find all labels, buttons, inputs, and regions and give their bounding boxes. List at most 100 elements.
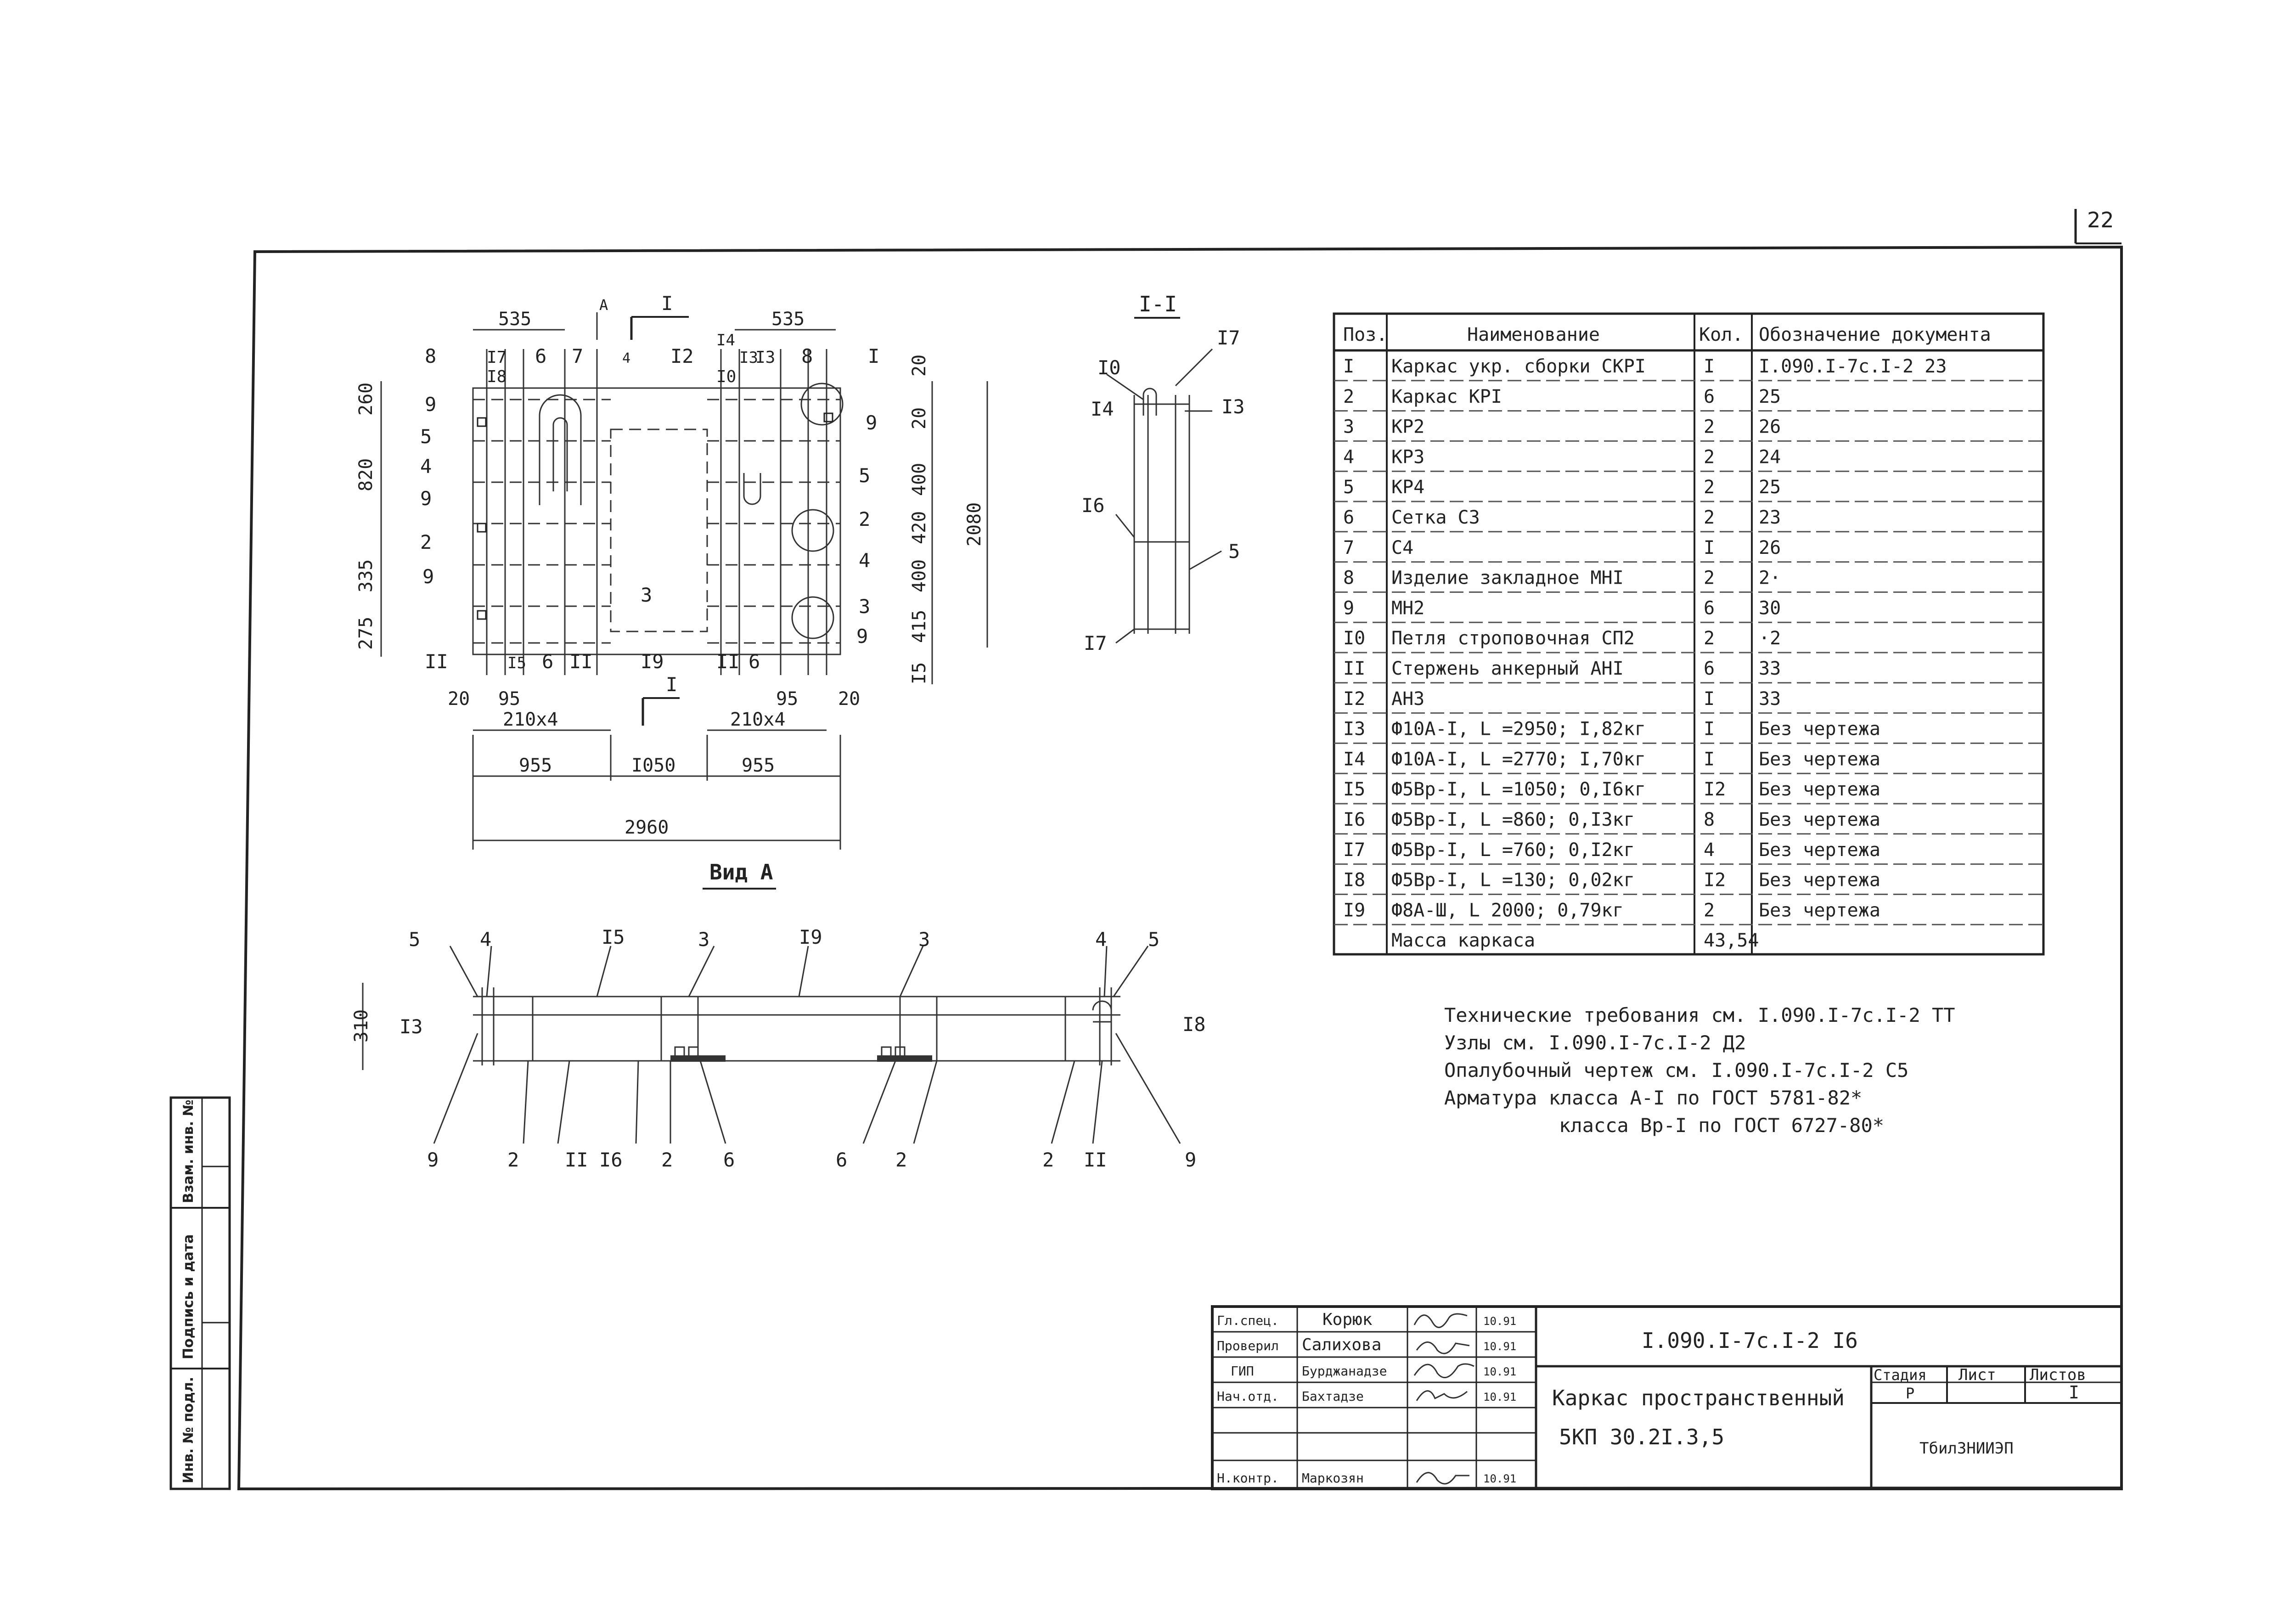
- title-sheet-label: Лист: [1958, 1366, 1996, 1384]
- spec-cell-doc: Без чертежа: [1759, 870, 1880, 891]
- spec-cell-pos: 3: [1343, 417, 1354, 438]
- title-date: 10.91: [1483, 1391, 1516, 1403]
- spec-cell-doc: 23: [1759, 507, 1781, 528]
- title-date: 10.91: [1483, 1340, 1516, 1353]
- spec-cell-pos: II: [1343, 658, 1365, 679]
- spec-cell-pos: 6: [1343, 507, 1354, 528]
- elev-bottom-label: 9: [1185, 1149, 1196, 1171]
- plan-label: 4: [622, 350, 630, 366]
- spec-cell-name: Ф8А-Ш, L 2000; 0,79кг: [1391, 900, 1624, 921]
- elev-bottom-label: II: [1084, 1149, 1107, 1171]
- spec-cell-pos: I3: [1343, 719, 1365, 740]
- signature-mark: [1416, 1341, 1470, 1354]
- title-person: Маркозян: [1302, 1471, 1364, 1486]
- spec-cell-pos: I4: [1343, 749, 1365, 770]
- stamp-signature-date: Подпись и дата: [180, 1234, 197, 1359]
- title-date: 10.91: [1483, 1315, 1516, 1328]
- spec-table-header: Поз. Наименование Кол. Обозначение докум…: [1343, 324, 1991, 345]
- plan-label: 2: [420, 531, 432, 553]
- spec-cell-name: Ф10А-I, L =2770; I,70кг: [1391, 749, 1646, 770]
- elev-bottom-label: 2: [895, 1149, 907, 1171]
- plan-label: 3: [859, 595, 870, 618]
- plan-label: 6: [542, 650, 553, 673]
- spec-cell-qty: 8: [1704, 809, 1715, 830]
- spec-header-name: Наименование: [1467, 324, 1600, 345]
- spec-cell-pos: I: [1343, 356, 1354, 377]
- signature-mark: [1416, 1472, 1469, 1485]
- note-line: Арматура класса А-I по ГОСТ 5781-82*: [1444, 1087, 1862, 1109]
- spec-cell-doc: 25: [1759, 386, 1781, 407]
- elev-top-label: 5: [1148, 928, 1159, 951]
- title-code: I.090.I-7с.I-2 I6: [1642, 1328, 1858, 1353]
- spec-cell-pos: I2: [1343, 688, 1365, 710]
- elev-top-label: 3: [918, 928, 930, 951]
- plan-label: 7: [572, 345, 583, 367]
- spec-header-qty: Кол.: [1699, 324, 1743, 345]
- spec-cell-doc: 30: [1759, 597, 1781, 619]
- plan-label: II: [569, 650, 593, 673]
- spec-cell-pos: I0: [1343, 628, 1365, 649]
- spec-cell-qty: 2: [1704, 477, 1715, 498]
- section-label: I4: [1091, 398, 1114, 420]
- signature-mark: [1416, 1390, 1468, 1401]
- elev-top-label: 3: [698, 928, 709, 951]
- section-title: I-I: [1139, 292, 1177, 316]
- plan-view: 535 535 260 820 335 275 20 20 400 420 40…: [355, 292, 988, 850]
- spec-cell-name: Изделие закладное МНI: [1391, 568, 1624, 589]
- spec-cell-name: КР4: [1391, 477, 1424, 498]
- spec-cell-name: КР3: [1391, 446, 1424, 468]
- stamp-inv-podl: Инв. № подл.: [180, 1377, 197, 1483]
- elev-dim-height: 310: [351, 1009, 372, 1042]
- spec-cell-qty: 2: [1704, 900, 1715, 921]
- plan-label: 3: [641, 584, 652, 606]
- spec-cell-pos: 8: [1343, 568, 1354, 589]
- section-label: I7: [1084, 632, 1107, 654]
- title-person: Бурджанадзе: [1302, 1363, 1387, 1379]
- dim-spacing-right: 210x4: [730, 709, 785, 730]
- view-arrow-label: A: [599, 296, 608, 314]
- spec-cell-name: Каркас КРI: [1391, 386, 1502, 407]
- dim-top-left: 535: [498, 309, 531, 330]
- title-name-2: 5КП 30.2I.3,5: [1559, 1425, 1724, 1449]
- note-line: Узлы см. I.090.I-7с.I-2 Д2: [1444, 1031, 1746, 1054]
- elevation-view: Вид А 310: [351, 860, 1206, 1171]
- elev-side-label: I8: [1182, 1013, 1206, 1036]
- dim-left-1: 260: [355, 383, 377, 416]
- dim-bottom-small-2: 95: [498, 688, 520, 710]
- title-person: Бахтадзе: [1302, 1389, 1364, 1404]
- spec-cell-qty: 2: [1704, 446, 1715, 468]
- spec-cell-doc: Без чертежа: [1759, 900, 1880, 921]
- plan-label: 6: [535, 345, 546, 367]
- spec-cell-qty: I: [1704, 749, 1715, 770]
- spec-cell-doc: 33: [1759, 688, 1781, 710]
- dim-bottom-3: 955: [742, 755, 775, 776]
- signature-mark: [1413, 1313, 1468, 1328]
- spec-header-pos: Поз.: [1343, 324, 1387, 345]
- plan-label: I4: [716, 331, 735, 349]
- spec-cell-qty: 6: [1704, 658, 1715, 679]
- dim-right-6: 415: [909, 610, 930, 643]
- elev-bottom-label: 6: [723, 1149, 735, 1171]
- elev-bottom-label: I6: [599, 1149, 623, 1171]
- dim-spacing-left: 210x4: [503, 709, 558, 730]
- plan-label: I3: [739, 349, 758, 367]
- plan-label: 9: [420, 487, 432, 510]
- spec-cell-pos: I9: [1343, 900, 1365, 921]
- spec-cell-name: Сетка С3: [1391, 507, 1480, 528]
- spec-cell-doc: Без чертежа: [1759, 719, 1880, 740]
- stamp-vzam-inv: Взам. инв. №: [180, 1099, 197, 1203]
- section-mark-bottom: I: [666, 673, 677, 696]
- spec-cell-name: КР2: [1391, 417, 1424, 438]
- view-title: Вид А: [709, 860, 773, 885]
- title-org: ТбилЗНИИЭП: [1919, 1439, 2014, 1458]
- spec-cell-doc: 26: [1759, 417, 1781, 438]
- spec-cell-pos: 7: [1343, 537, 1354, 558]
- spec-cell-name: Ф5Вр-I, L =1050; 0,I6кг: [1391, 779, 1646, 800]
- elev-bottom-label: 2: [507, 1149, 519, 1171]
- elev-bottom-label: 2: [661, 1149, 673, 1171]
- side-stamp: Инв. № подл. Подпись и дата Взам. инв. №: [169, 1096, 231, 1490]
- title-role: Проверил: [1217, 1338, 1279, 1353]
- dim-top-right: 535: [771, 309, 805, 330]
